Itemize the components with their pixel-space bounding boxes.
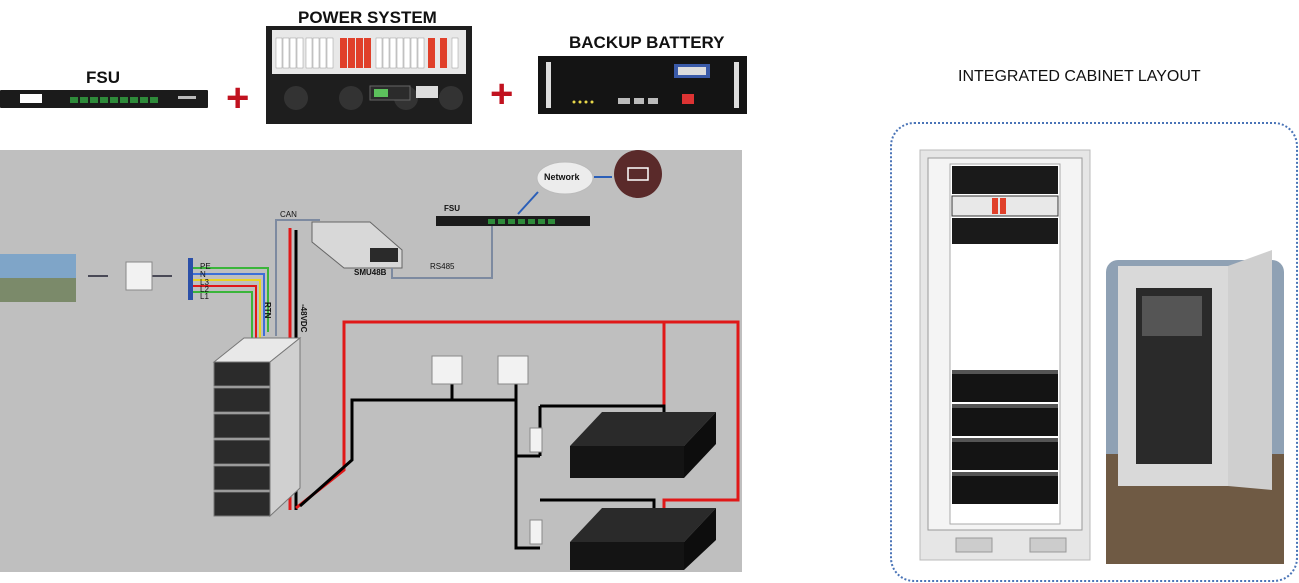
wiring-diagram: Network FSU CAN SMU48B RS485 RTN -48VDC … [0, 150, 742, 572]
l1-label: L1 [200, 292, 209, 301]
rs485-label: RS485 [430, 262, 455, 271]
rtn-label: RTN [263, 302, 272, 319]
n-label: N [200, 270, 206, 279]
power-system-heading: POWER SYSTEM [298, 8, 437, 27]
plus-sign-2: + [490, 72, 514, 116]
can-label: CAN [280, 210, 297, 219]
network-label: Network [544, 172, 580, 182]
fsu-heading: FSU [86, 68, 120, 87]
integrated-cabinet-heading: INTEGRATED CABINET LAYOUT [958, 68, 1201, 85]
l3-label: L3 [200, 278, 209, 287]
power-system-image [266, 26, 472, 124]
l2-label: L2 [200, 285, 209, 294]
smu-label: SMU48B [354, 268, 387, 277]
pe-label: PE [200, 262, 211, 271]
plus-sign-1: + [226, 76, 250, 120]
fsu-device-image [0, 90, 208, 108]
vdc-label: -48VDC [299, 304, 308, 333]
fsu-diagram-label: FSU [444, 204, 460, 213]
backup-battery-heading: BACKUP BATTERY [569, 33, 725, 52]
backup-battery-image [538, 56, 747, 114]
integrated-cabinet-panel [890, 122, 1298, 582]
